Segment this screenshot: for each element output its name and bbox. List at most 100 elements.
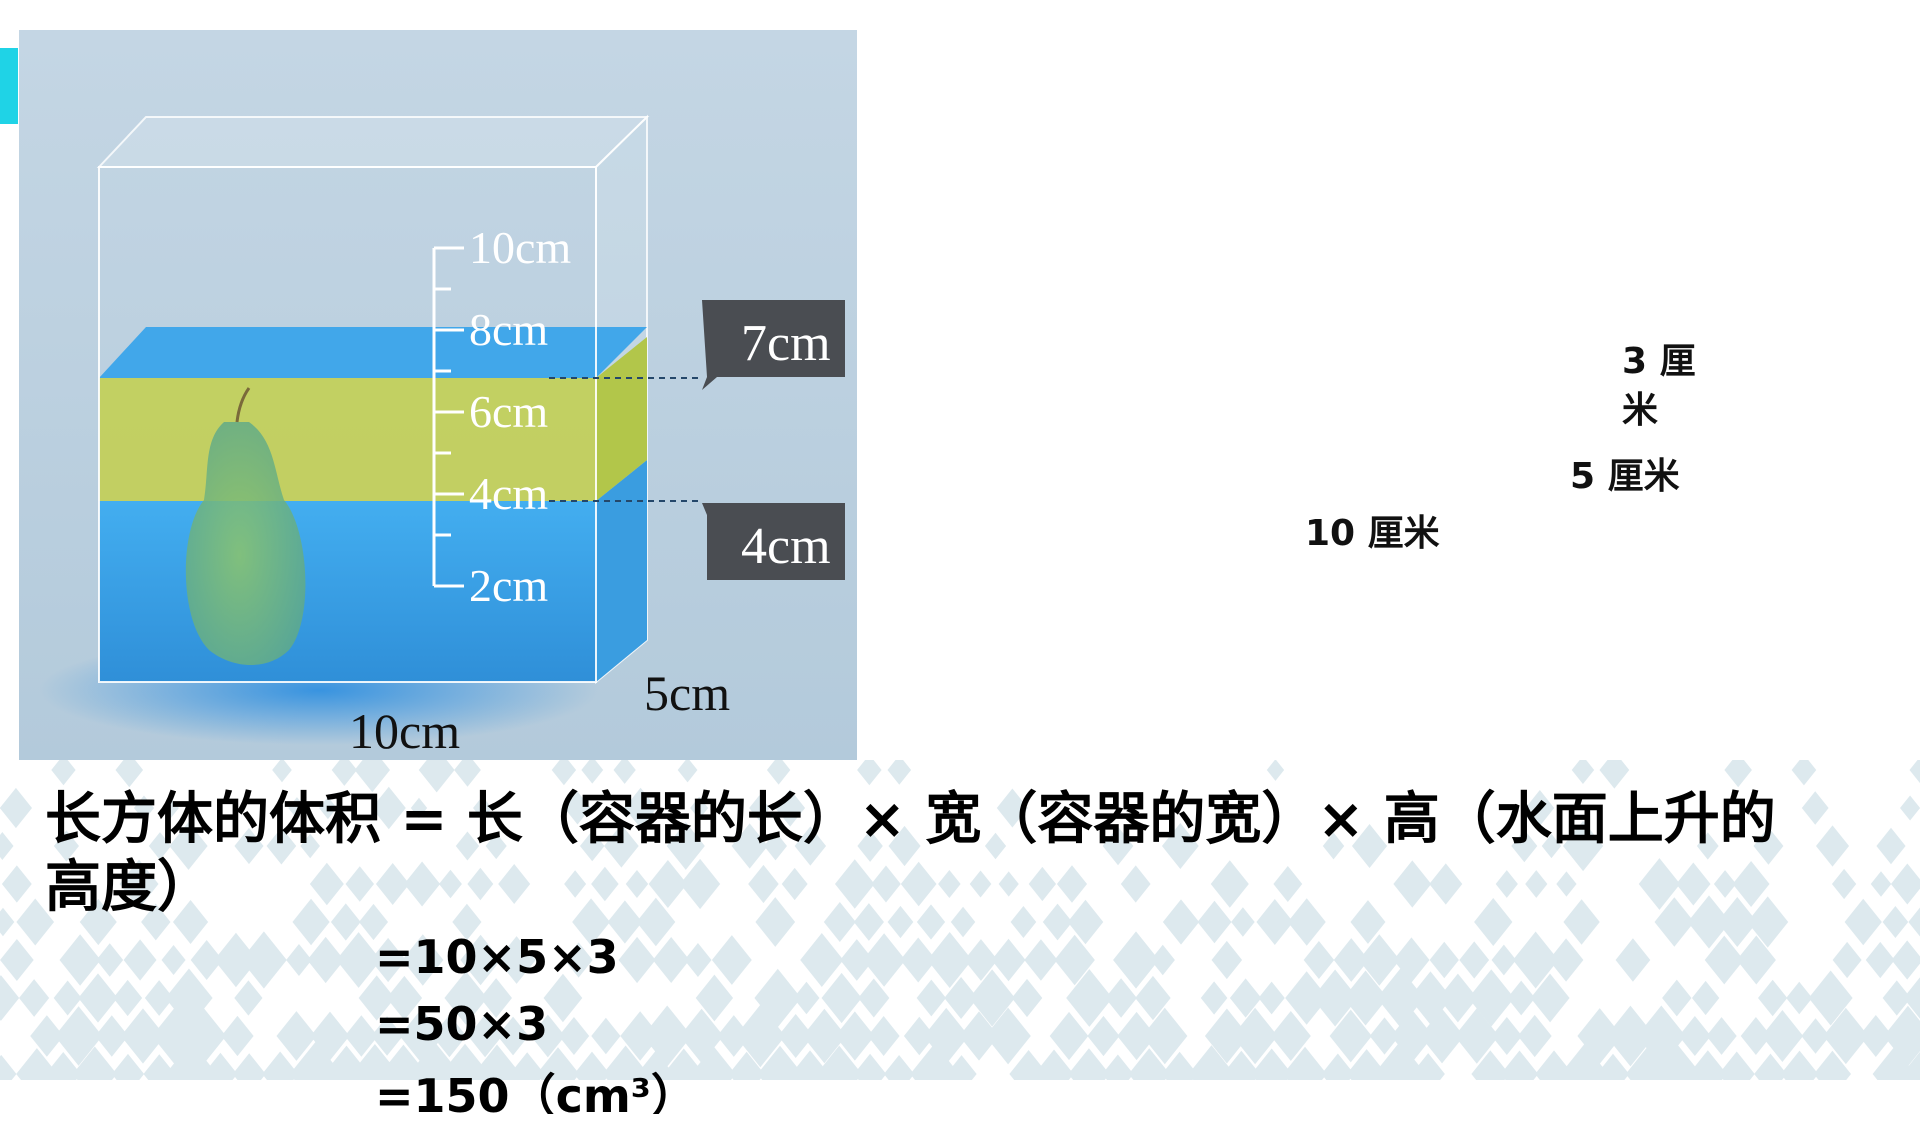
diamond-shape	[1891, 863, 1920, 904]
ruler-label-4cm: 4cm	[469, 468, 548, 519]
diamond-shape	[1845, 899, 1882, 946]
diamond-shape	[0, 1055, 16, 1080]
diamond-shape	[0, 975, 19, 1021]
diamond-shape	[1430, 942, 1459, 979]
diamond-shape	[1908, 899, 1920, 945]
ruler-label-6cm: 6cm	[469, 386, 548, 437]
diamond-shape	[1679, 1016, 1711, 1056]
diamond-shape	[559, 1017, 589, 1055]
diamond-shape	[992, 939, 1026, 981]
diamond-shape	[712, 935, 752, 985]
water-surface	[99, 327, 647, 378]
diamond-shape	[1792, 760, 1817, 785]
container-water-figure: 10cm 8cm 6cm 4cm 2cm 7cm 4cm 10cm 5cm	[19, 30, 857, 760]
diamond-shape	[863, 933, 906, 987]
base-width-label: 5cm	[644, 665, 730, 721]
diamond-shape	[857, 760, 881, 785]
diamond-shape	[51, 760, 75, 785]
diamond-shape	[917, 980, 946, 1017]
length-dimension-label: 10 厘米	[1305, 510, 1440, 559]
diamond-shape	[1910, 760, 1920, 792]
diamond-shape	[1692, 981, 1719, 1015]
diamond-shape	[793, 982, 819, 1015]
diamond-shape	[1876, 828, 1905, 864]
ruler-label-2cm: 2cm	[469, 560, 548, 611]
diamond-shape	[1492, 945, 1517, 976]
diamond-shape	[1883, 906, 1909, 938]
diamond-shape	[115, 760, 143, 787]
diamond-shape	[884, 1055, 914, 1080]
diamond-shape	[1724, 760, 1752, 787]
callout-4cm-label: 4cm	[741, 518, 831, 575]
diamond-shape	[678, 760, 698, 782]
diamond-shape	[332, 760, 357, 786]
glass-top-face	[99, 117, 647, 167]
diamond-shape	[1786, 982, 1812, 1015]
diamond-shape	[619, 937, 656, 983]
diamond-shape	[272, 760, 292, 782]
diamond-shape	[233, 1053, 266, 1080]
volume-formula: 长方体的体积 = 长（容器的长）× 宽（容器的宽）× 高（水面上升的高度）	[45, 786, 1805, 922]
diamond-shape	[854, 1054, 886, 1080]
diamond-shape	[124, 939, 157, 980]
diamond-shape	[0, 788, 32, 828]
diamond-shape	[0, 908, 14, 936]
base-length-label: 10cm	[349, 703, 460, 759]
diamond-shape	[684, 943, 711, 977]
diamond-shape	[1105, 978, 1137, 1017]
diamond-shape	[1518, 1015, 1552, 1057]
diamond-shape	[113, 980, 142, 1016]
diamond-shape	[1900, 795, 1920, 820]
diamond-shape	[96, 943, 123, 976]
height-dimension-label: 3 厘米	[1622, 338, 1708, 435]
diamond-shape	[1201, 981, 1228, 1014]
diamond-shape	[887, 760, 911, 785]
diamond-shape	[1102, 1054, 1133, 1080]
diamond-shape	[162, 945, 186, 975]
diamond-shape	[1866, 942, 1895, 978]
diamond-shape	[1212, 941, 1243, 979]
diamond-shape	[1024, 939, 1057, 980]
accent-bar	[0, 48, 18, 124]
diamond-shape	[653, 937, 690, 983]
diamond-shape	[767, 760, 790, 785]
diamond-shape	[0, 939, 34, 981]
diamond-shape	[1816, 825, 1849, 866]
diamond-shape	[1599, 760, 1629, 789]
diamond-shape	[1151, 945, 1175, 975]
diamond-shape	[1492, 1017, 1522, 1055]
calc-step-3: =150（cm³）	[375, 1060, 697, 1126]
ruler-label-10cm: 10cm	[469, 222, 571, 273]
ruler-label-8cm: 8cm	[469, 304, 548, 355]
diamond-shape	[591, 1018, 620, 1054]
diamond-shape	[1012, 979, 1043, 1017]
diamond-shape	[454, 760, 481, 787]
diamond-shape	[2, 865, 32, 902]
diamond-shape	[221, 1016, 253, 1056]
diamond-shape	[1891, 940, 1920, 979]
diamond-shape	[1832, 869, 1856, 899]
diamond-shape	[241, 931, 287, 988]
diamond-shape	[552, 760, 576, 785]
diamond-shape	[1258, 982, 1284, 1015]
diamond-shape	[1549, 938, 1584, 981]
diamond-shape	[19, 979, 49, 1017]
diamond-shape	[0, 832, 14, 860]
diamond-shape	[1501, 1051, 1539, 1080]
diamond-shape	[1616, 938, 1651, 981]
diamond-shape	[1802, 791, 1829, 824]
callout-7cm-label: 7cm	[741, 315, 831, 372]
width-dimension-label: 5 厘米	[1570, 453, 1680, 502]
diamond-shape	[1706, 1017, 1736, 1055]
diamond-shape	[1833, 942, 1862, 978]
diamond-shape	[581, 760, 603, 784]
diamond-shape	[613, 760, 635, 784]
diamond-shape	[1719, 1052, 1755, 1080]
diamond-shape	[1267, 760, 1284, 781]
diamond-shape	[868, 1016, 900, 1056]
calc-step-2: =50×3	[375, 997, 548, 1051]
diamond-shape	[1871, 871, 1891, 897]
diamond-shape	[1662, 980, 1691, 1017]
calc-step-1: =10×5×3	[375, 930, 619, 984]
diamond-shape	[1572, 760, 1594, 784]
